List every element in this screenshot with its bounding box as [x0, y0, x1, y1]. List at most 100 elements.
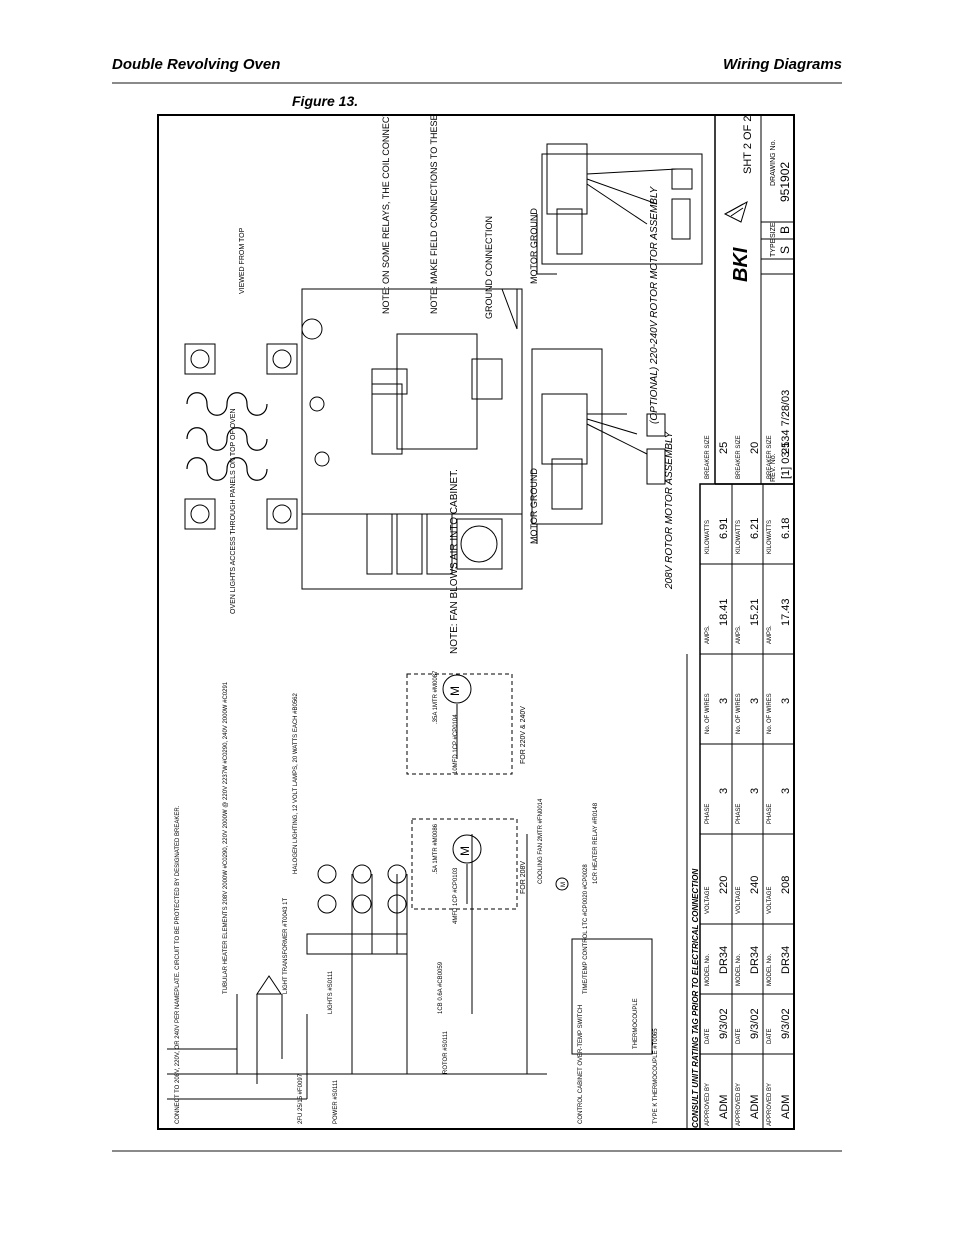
r2-kw: 6.21 [749, 518, 761, 539]
type-label: TYPE [770, 238, 777, 257]
circuit-breaker-label: 1CB 0.6A #CB0059 [438, 961, 444, 1014]
motor-ground-2: MOTOR GROUND [529, 468, 539, 544]
lights-switch-label: LIGHTS #S0111 [328, 970, 334, 1014]
rev-label: REV. No. [770, 453, 777, 482]
r1-amps: 18.41 [718, 598, 730, 626]
hdr3-wires: No. OF WIRES [767, 693, 773, 734]
fuse-label: 2FU 25/15 #F0097 [298, 1073, 304, 1124]
r2-model: DR34 [749, 946, 761, 974]
r3-breaker: 25 [780, 442, 792, 454]
hdr-breaker: BREAKER SIZE [705, 435, 711, 479]
rev-value: [1] 03-134 7/28/03 [780, 390, 792, 479]
r2-wires: 3 [749, 698, 761, 704]
fan-motor-symbol: M [561, 882, 567, 887]
control-panel [301, 288, 523, 590]
r3-voltage: 208 [780, 876, 792, 894]
for-208-label: FOR 208V [520, 861, 527, 894]
cap-208-label: 4MFD 1CP #CP0103 [453, 867, 459, 924]
control-switch-label: CONTROL CABINET OVER-TEMP SWITCH [578, 1005, 584, 1124]
header-rule [112, 82, 842, 84]
heater-relay-label: 1CR HEATER RELAY #R0148 [593, 802, 599, 884]
footer-rule [112, 1150, 842, 1152]
hdr2-phase: PHASE [736, 804, 742, 824]
relay-note: NOTE: ON SOME RELAYS, THE COIL CONNECTIO… [381, 114, 391, 314]
halogen-label: HALOGEN LIGHTING, 12 VOLT LAMPS, 20 WATT… [293, 692, 299, 874]
hdr2-voltage: VOLTAGE [736, 887, 742, 914]
hdr-amps: AMPS. [705, 625, 711, 644]
transformer-label: LIGHT TRANSFORMER #T0043 1T [283, 898, 289, 994]
temp-control-label: TIME/TEMP CONTROL 1TC #CP0020 #CP0028 [583, 864, 589, 994]
r3-amps: 17.43 [780, 598, 792, 626]
hdr2-model: MODEL No. [736, 954, 742, 986]
brand-logo: BKI [730, 247, 752, 282]
r3-approved: ADM [780, 1095, 792, 1119]
r1-model: DR34 [718, 946, 730, 974]
r2-approved: ADM [749, 1095, 761, 1119]
rating-table-title: CONSULT UNIT RATING TAG PRIOR TO ELECTRI… [691, 869, 700, 1128]
motor-ground-1: MOTOR GROUND [529, 208, 539, 284]
hdr3-date: DATE [767, 1028, 773, 1044]
type-k-label: TYPE K THERMOCOUPLE #T0065 [653, 1028, 659, 1124]
hdr-voltage: VOLTAGE [705, 887, 711, 914]
r1-breaker: 25 [718, 442, 730, 454]
optional-assembly-label: (OPTIONAL) 220-240V ROTOR MOTOR ASSEMBLY [649, 185, 660, 424]
for-240-label: FOR 220V & 240V [520, 706, 527, 764]
type-value: S [778, 246, 792, 254]
wiring-diagram: SHT 2 OF 2 DRAWING No. 951902 SIZE B TYP… [157, 114, 795, 1130]
r1-phase: 3 [718, 788, 730, 794]
hdr2-breaker: BREAKER SIZE [736, 435, 742, 479]
connect-note: CONNECT TO 208V, 220V, OR 240V PER NAMEP… [175, 805, 181, 1124]
r3-date: 9/3/02 [780, 1008, 792, 1039]
drawing-no-label: DRAWING No. [770, 140, 777, 186]
hdr3-kw: KILOWATTS [767, 520, 773, 554]
hdr2-date: DATE [736, 1028, 742, 1044]
header-right-title: Wiring Diagrams [722, 56, 842, 73]
motor-240-label: .35A 1MTR #M0087 [433, 670, 439, 724]
hdr3-amps: AMPS. [767, 625, 773, 644]
hdr2-approved: APPROVED BY [736, 1083, 742, 1126]
hdr-model: MODEL No. [705, 954, 711, 986]
r2-voltage: 240 [749, 876, 761, 894]
r1-date: 9/3/02 [718, 1008, 730, 1039]
hdr3-breaker: BREAKER SIZE [767, 435, 773, 479]
ladder-schematic [167, 673, 653, 1100]
rotor-label: ROTOR #S0111 [443, 1030, 449, 1074]
r1-wires: 3 [718, 698, 730, 704]
hdr2-wires: No. OF WIRES [736, 693, 742, 734]
size-label: SIZE [770, 222, 777, 238]
diagram-border [157, 114, 795, 1130]
hdr3-model: MODEL No. [767, 954, 773, 986]
std-motor-assembly [531, 348, 666, 544]
r1-kw: 6.91 [718, 518, 730, 539]
r2-breaker: 20 [749, 442, 761, 454]
heater-elements [186, 392, 268, 481]
hdr3-voltage: VOLTAGE [767, 887, 773, 914]
oven-lights-note: OVEN LIGHTS ACCESS THROUGH PANELS ON TOP… [230, 408, 237, 614]
r3-wires: 3 [780, 698, 792, 704]
heater-label: TUBULAR HEATER ELEMENTS 208V 2000W #C029… [223, 681, 229, 994]
viewed-from-top: VIEWED FROM TOP [239, 227, 246, 294]
motor-208-symbol: M [458, 846, 472, 856]
optional-motor-assembly [536, 143, 703, 275]
hdr-kw: KILOWATTS [705, 520, 711, 554]
r2-phase: 3 [749, 788, 761, 794]
title-block: SHT 2 OF 2 DRAWING No. 951902 SIZE B TYP… [714, 115, 794, 485]
hdr-approved: APPROVED BY [705, 1083, 711, 1126]
rating-table: CONSULT UNIT RATING TAG PRIOR TO ELECTRI… [686, 435, 795, 1130]
hdr2-amps: AMPS. [736, 625, 742, 644]
power-label: POWER #S0111 [333, 1079, 339, 1124]
r3-kw: 6.18 [780, 518, 792, 539]
r1-approved: ADM [718, 1095, 730, 1119]
cap-240-label: 10MFD 1CP #CP0104 [453, 714, 459, 774]
hdr-wires: No. OF WIRES [705, 693, 711, 734]
field-note: NOTE: MAKE FIELD CONNECTIONS TO THESE TE… [429, 114, 439, 314]
hdr3-approved: APPROVED BY [767, 1083, 773, 1126]
hdr-phase: PHASE [705, 804, 711, 824]
sheet-number: SHT 2 OF 2 [742, 116, 754, 174]
thermocouple-label: THERMOCOUPLE [633, 998, 639, 1049]
motor-240-symbol: M [448, 686, 462, 696]
r1-voltage: 220 [718, 876, 730, 894]
ground-note: GROUND CONNECTION [484, 216, 494, 319]
oven-lights [184, 343, 298, 530]
hdr3-phase: PHASE [767, 804, 773, 824]
